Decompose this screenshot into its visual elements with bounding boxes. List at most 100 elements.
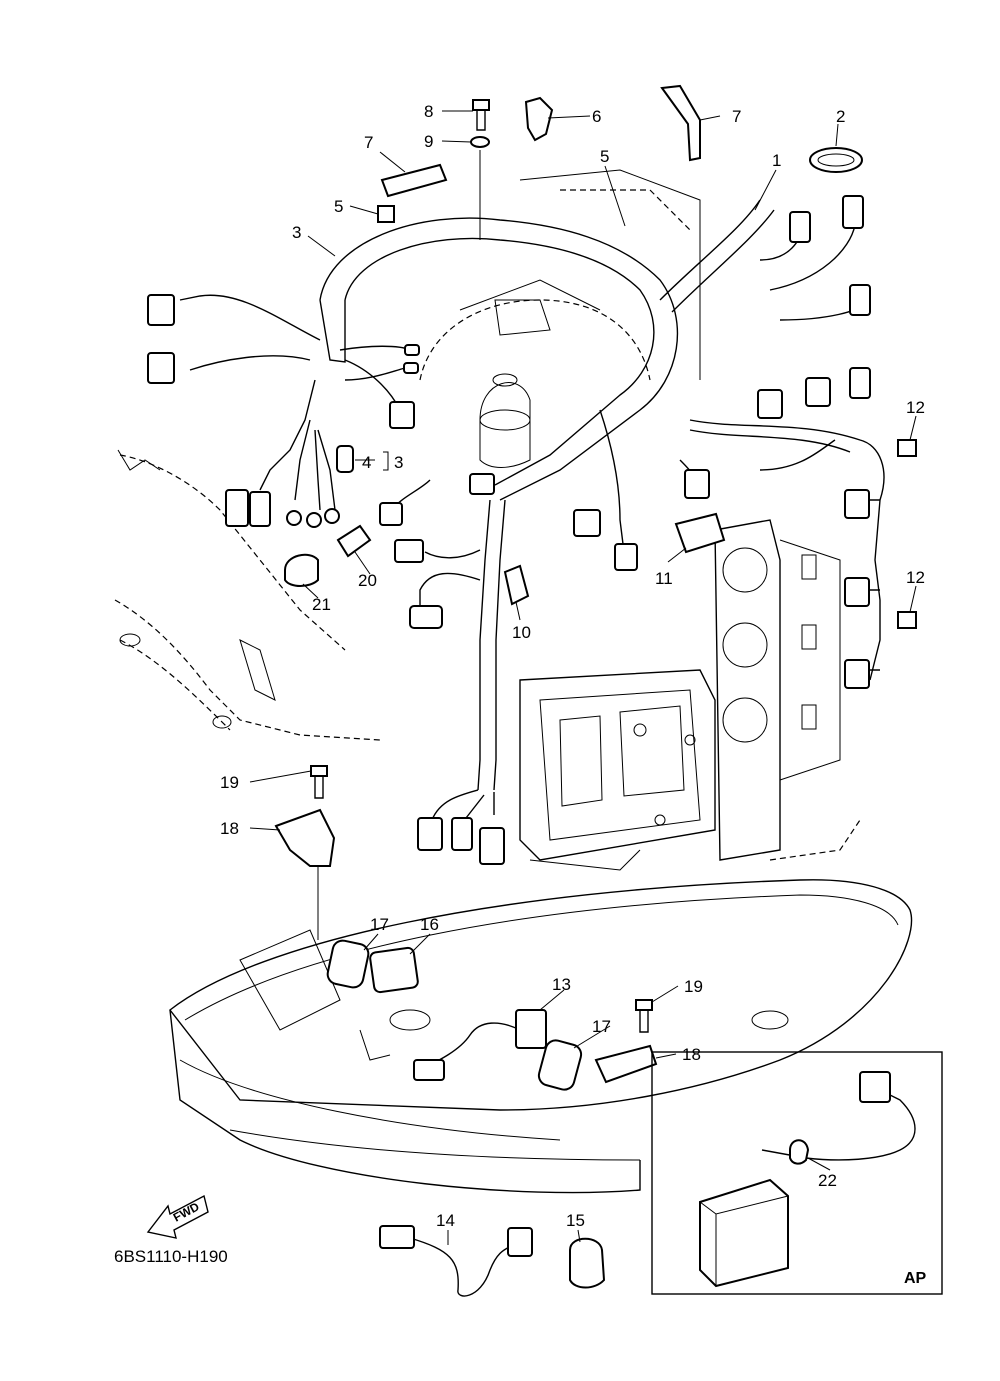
connector-icon (684, 469, 710, 499)
grommet-icon (326, 939, 370, 989)
terminal-icon (306, 512, 322, 528)
bolt-icon (472, 99, 490, 111)
connector-icon (479, 827, 505, 865)
connector-icon (409, 605, 443, 629)
callout-17b: 17 (592, 1017, 611, 1036)
band-icon (660, 84, 701, 162)
terminal-icon (404, 344, 420, 356)
connector-icon (451, 817, 473, 851)
sleeve-icon (336, 445, 354, 473)
grommet-icon (284, 553, 319, 587)
connector-icon (614, 543, 638, 571)
leader-lines (249, 110, 917, 1245)
connectors (147, 195, 871, 865)
callout-4: 4 (362, 453, 371, 472)
bracket (383, 451, 389, 471)
callout-10: 10 (512, 623, 531, 642)
connector-icon (849, 367, 871, 399)
callout-17a: 17 (370, 915, 389, 934)
battery-icon (699, 1178, 789, 1288)
tie-icon (809, 147, 863, 173)
callout-6: 6 (592, 107, 601, 126)
connector-icon (507, 1227, 533, 1257)
connector-icon (469, 473, 495, 495)
grommet-icon (537, 1039, 583, 1091)
engine-outline (114, 169, 913, 1194)
callout-18b: 18 (682, 1045, 701, 1064)
callout-19b: 19 (684, 977, 703, 996)
clamp-icon (897, 611, 917, 629)
callout-3b: 3 (394, 453, 403, 472)
band-icon (380, 163, 448, 198)
inset-label: AP (904, 1270, 927, 1287)
connector-icon (147, 294, 175, 326)
grommet-icon (569, 1237, 606, 1289)
terminal-icon (286, 510, 302, 526)
callout-20: 20 (358, 571, 377, 590)
connector-icon (849, 284, 871, 316)
callout-7b: 7 (732, 107, 741, 126)
connector-icon (844, 577, 870, 607)
small-parts (274, 84, 917, 1297)
connector-icon (805, 377, 831, 407)
callout-18a: 18 (220, 819, 239, 838)
connector-icon (515, 1009, 547, 1049)
washer-icon (470, 136, 490, 148)
connector-icon (249, 491, 271, 527)
connector-icon (389, 401, 415, 429)
connector-icon (417, 817, 443, 851)
connector-icon (844, 659, 870, 689)
callout-16: 16 (420, 915, 439, 934)
callout-9: 9 (424, 132, 433, 151)
clamp-icon (377, 205, 395, 223)
callout-5b: 5 (600, 147, 609, 166)
fwd-label: FWD (171, 1199, 202, 1224)
fwd-arrow-icon: FWD (146, 1194, 209, 1239)
fuse-icon (789, 1139, 810, 1165)
callout-12b: 12 (906, 568, 925, 587)
terminal-icon (403, 362, 419, 374)
callout-14: 14 (436, 1211, 455, 1230)
connector-icon (757, 389, 783, 419)
inset-box (651, 1051, 943, 1295)
connector-icon (573, 509, 601, 537)
connector-icon (147, 352, 175, 384)
terminal-icon (324, 508, 340, 524)
holder-icon (674, 512, 726, 554)
callout-11: 11 (655, 569, 673, 588)
clip-icon (524, 96, 554, 142)
callout-3: 3 (292, 223, 301, 242)
connector-icon (394, 539, 424, 563)
callout-2: 2 (836, 107, 845, 126)
connector-icon (413, 1059, 445, 1081)
block-icon (369, 946, 419, 994)
connector-icon (859, 1071, 891, 1103)
bolt-icon (310, 765, 328, 777)
drawing-code: 6BS1110-H190 (114, 1247, 228, 1266)
callout-19a: 19 (220, 773, 239, 792)
callout-22: 22 (818, 1171, 837, 1190)
bolt-icon (635, 999, 653, 1011)
holder-icon (274, 808, 336, 867)
callouts: 1 2 3 4 3 5 5 6 7 7 8 9 10 11 12 12 13 1… (220, 102, 925, 1230)
connector-icon (379, 502, 403, 526)
callout-5a: 5 (334, 197, 343, 216)
callout-15: 15 (566, 1211, 585, 1230)
callout-7a: 7 (364, 133, 373, 152)
callout-21: 21 (312, 595, 331, 614)
clamp-icon (897, 439, 917, 457)
wire-harness (179, 199, 885, 821)
callout-1: 1 (772, 151, 781, 170)
callout-8: 8 (424, 102, 433, 121)
connector-icon (844, 489, 870, 519)
holder-icon (594, 1044, 658, 1084)
connector-icon (842, 195, 864, 229)
clip-icon (503, 564, 530, 606)
callout-13: 13 (552, 975, 571, 994)
connector-icon (225, 489, 249, 527)
callout-12a: 12 (906, 398, 925, 417)
sensor-icon (336, 524, 372, 558)
connector-icon (789, 211, 811, 243)
connector-icon (379, 1225, 415, 1249)
